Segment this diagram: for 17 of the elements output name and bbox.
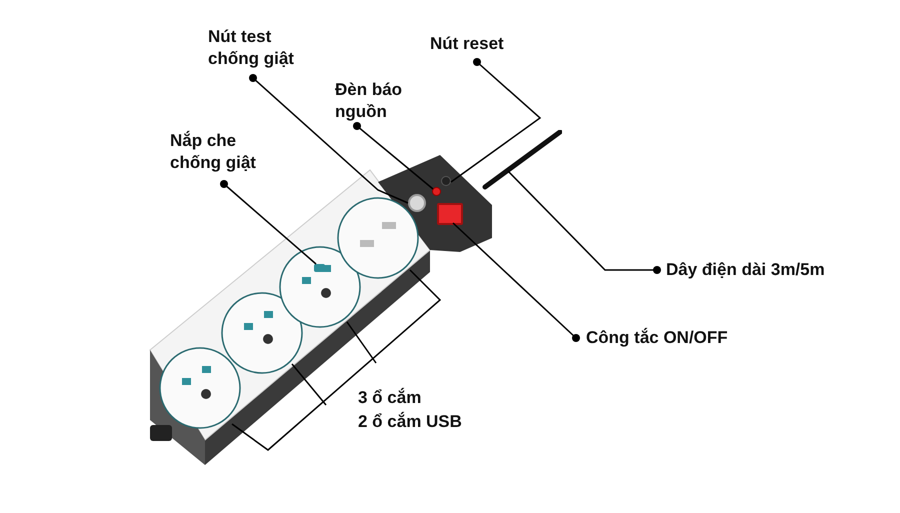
callout-label: Công tắc ON/OFF — [586, 327, 766, 349]
socket-count-note: 3 ổ cắm — [358, 386, 422, 409]
socket-shutter — [314, 264, 325, 272]
leader-line — [220, 180, 316, 265]
callout-label: Đèn báo nguồn — [335, 79, 435, 123]
socket-count-note: 2 ổ cắm USB — [358, 410, 462, 433]
callout-label: Nắp che chống giật — [170, 130, 270, 174]
leader-line — [450, 58, 542, 183]
rocker-switch — [437, 203, 463, 225]
callout-label: Nút test chống giật — [208, 26, 304, 70]
leader-line — [249, 74, 408, 204]
power-cable — [482, 130, 562, 190]
callout-label: Nút reset — [430, 33, 540, 55]
leader-line — [353, 122, 434, 190]
callout-label: Dây điện dài 3m/5m — [666, 259, 866, 281]
leader-line — [452, 222, 580, 342]
leader-line — [507, 170, 661, 274]
